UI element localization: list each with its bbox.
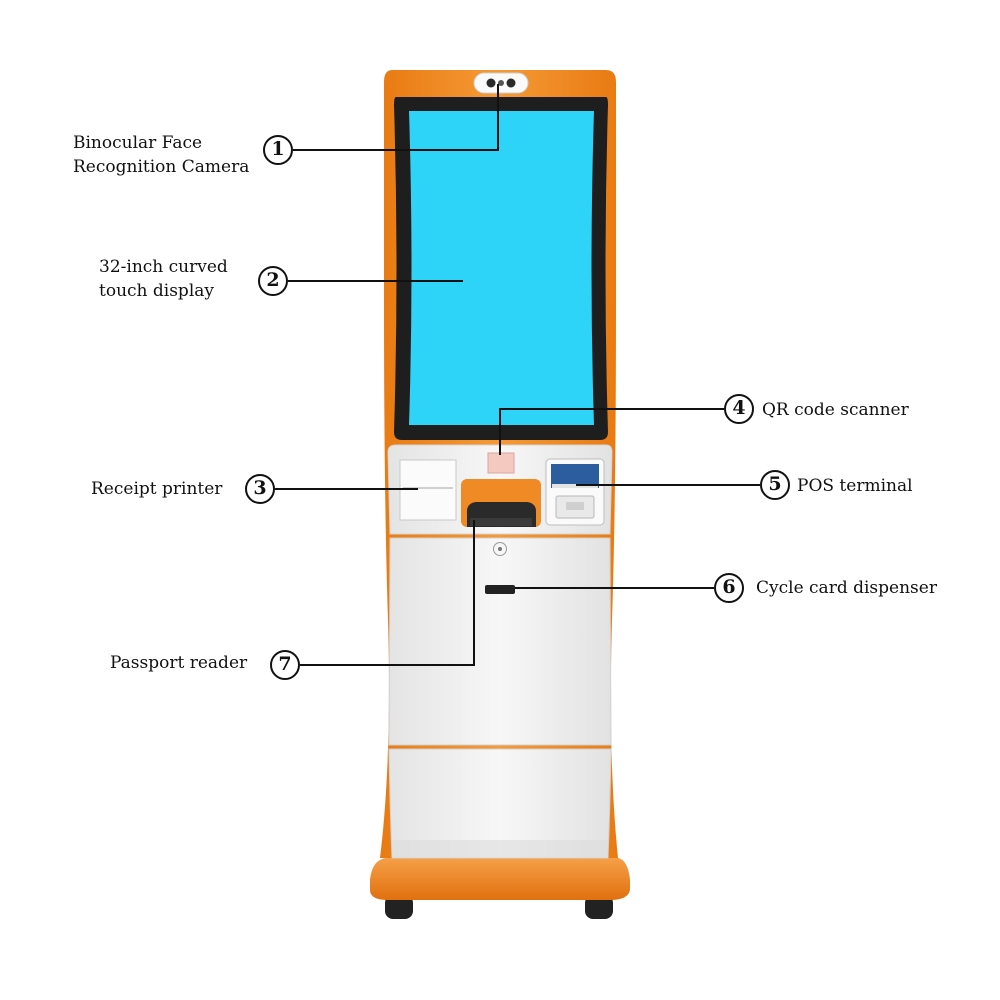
camera-module <box>473 72 529 94</box>
callout-label-pos-terminal: POS terminal <box>797 474 913 498</box>
callout-number-3: 3 <box>245 474 275 504</box>
touch-display-screen <box>409 111 594 425</box>
callout-label-line: touch display <box>99 281 214 301</box>
callout-number-7: 7 <box>270 650 300 680</box>
callout-label-qr-scanner: QR code scanner <box>762 398 909 422</box>
cabinet-door <box>388 537 612 746</box>
wheel-left <box>385 895 413 919</box>
leader-line-7 <box>300 520 475 666</box>
callout-label-line: Receipt printer <box>91 479 223 499</box>
wheels <box>385 895 613 919</box>
passport-reader <box>461 479 541 527</box>
callout-label-line: Cycle card dispenser <box>756 578 937 598</box>
pos-terminal <box>545 458 605 526</box>
callout-number-2: 2 <box>258 266 288 296</box>
card-dispenser-slot <box>485 585 515 594</box>
callout-label-line: QR code scanner <box>762 400 909 420</box>
camera-lens-center <box>498 80 504 86</box>
callout-number-4: 4 <box>724 394 754 424</box>
leader-line-4 <box>499 408 724 455</box>
kiosk-base <box>370 858 630 900</box>
camera-lens-left <box>486 78 496 88</box>
callout-label-touch-display: 32-inch curved touch display <box>99 255 228 303</box>
callout-label-line: Binocular Face <box>73 133 203 153</box>
callout-label-card-dispenser: Cycle card dispenser <box>756 576 937 600</box>
callout-label-line: Recognition Camera <box>73 157 250 177</box>
callout-label-line: POS terminal <box>797 476 913 496</box>
callout-label-line: 32-inch curved <box>99 257 228 277</box>
camera-lens-right <box>506 78 516 88</box>
wheel-right <box>585 895 613 919</box>
leader-lines <box>275 84 760 666</box>
callout-number-5: 5 <box>760 470 790 500</box>
leader-line-1 <box>293 84 499 151</box>
callout-number-6: 6 <box>714 573 744 603</box>
callout-number-1: 1 <box>263 135 293 165</box>
callout-label-passport-reader: Passport reader <box>110 651 247 675</box>
callout-label-receipt-printer: Receipt printer <box>91 477 222 501</box>
callout-label-face-camera: Binocular Face Recognition Camera <box>73 131 249 179</box>
callout-label-line: Passport reader <box>110 653 248 673</box>
qr-scanner-window <box>487 452 515 474</box>
